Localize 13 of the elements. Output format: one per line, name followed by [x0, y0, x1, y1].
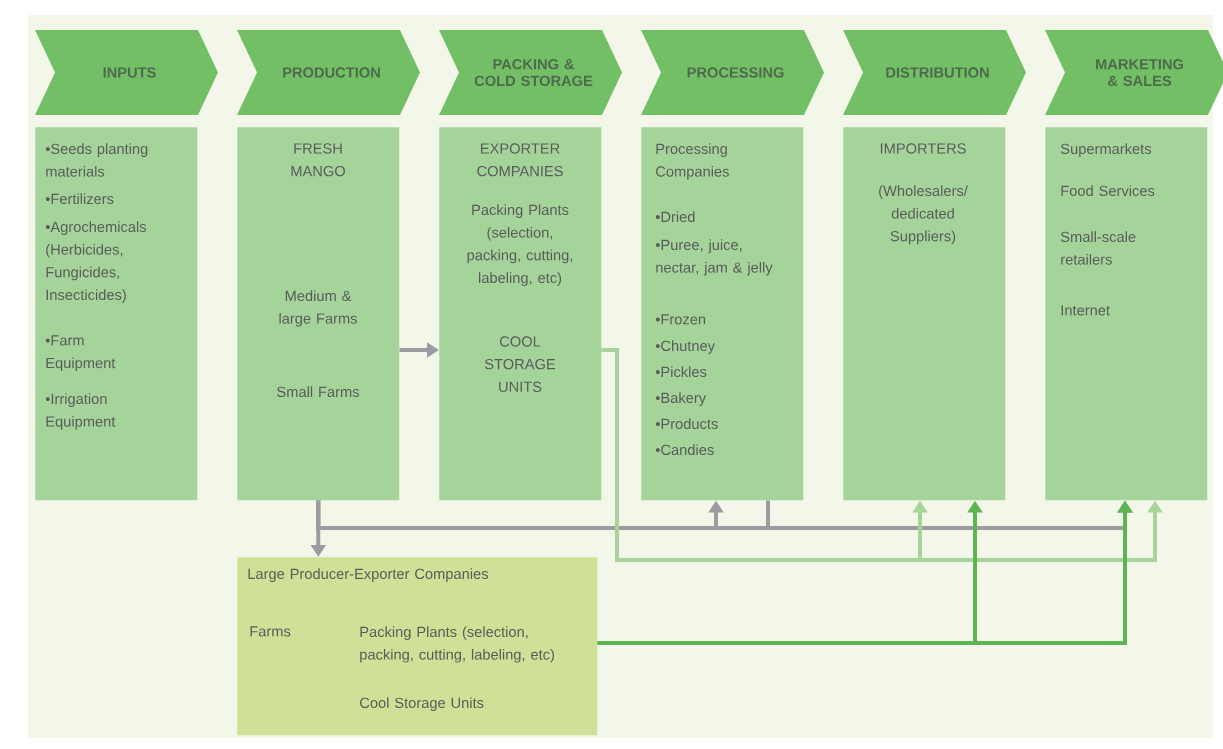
- stage-header: PROCESSING: [641, 30, 824, 115]
- producer-exporter-box: Large Producer-Exporter Companies Farms Packing Plants (selection, packing, cutting, labeling, etc) Cool Storage Units: [237, 557, 598, 736]
- column-box: •Seeds planting materials •Fertilizers •Agrochemicals (Herbicides, Fungicides, Insecticides) •Farm Equipment •Irrigation Equipment: [35, 127, 198, 501]
- column-box: Supermarkets Food Services Small-scale retailers Internet: [1045, 127, 1208, 501]
- stage-header: MARKETING & SALES: [1045, 30, 1223, 115]
- column-box: FRESH MANGO Medium & large Farms Small Farms: [237, 127, 400, 501]
- column-box: EXPORTER COMPANIES Packing Plants (selection, packing, cutting, labeling, etc) COOL STORAGE UNITS: [439, 127, 602, 501]
- stage-header: DISTRIBUTION: [843, 30, 1026, 115]
- column-box: Processing Companies •Dried •Puree, juice, nectar, jam & jelly •Frozen •Chutney •Pickles •Bakery •Products •Candies: [641, 127, 804, 501]
- stage-header: INPUTS: [35, 30, 218, 115]
- stage-header: PRODUCTION: [237, 30, 420, 115]
- column-box: IMPORTERS (Wholesalers/ dedicated Suppliers): [843, 127, 1006, 501]
- stage-header: PACKING & COLD STORAGE: [439, 30, 622, 115]
